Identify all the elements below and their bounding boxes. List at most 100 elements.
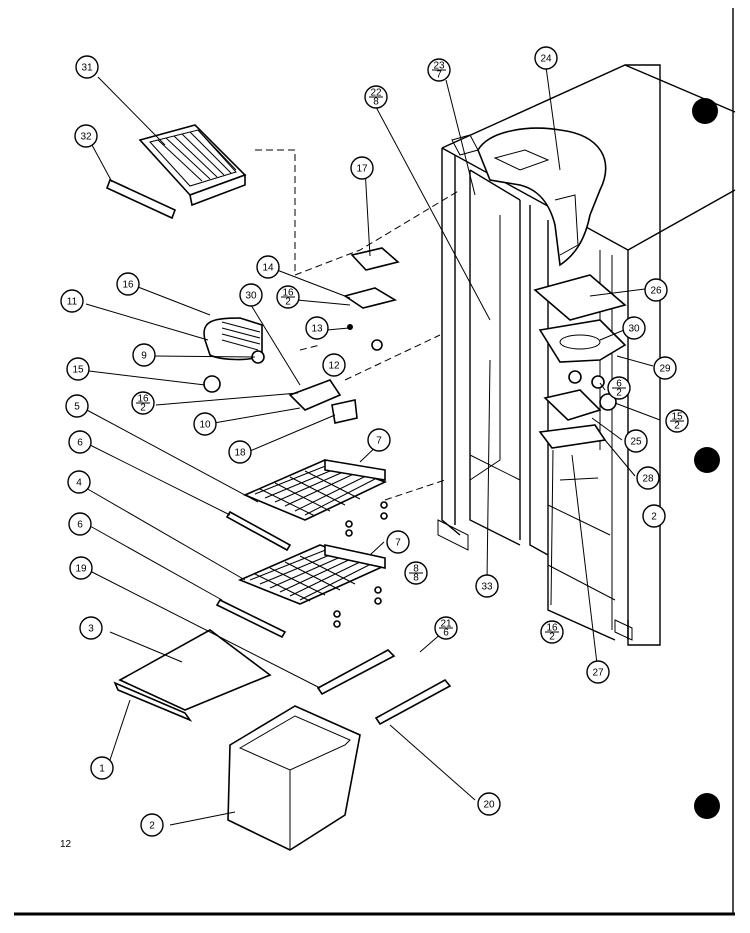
freezer-control-panel (533, 274, 627, 481)
callout-label: 7 (376, 436, 382, 447)
callout-circle (60, 289, 84, 313)
cover-plate-14 (343, 287, 398, 309)
callout-c30a: 30 (239, 283, 263, 307)
crisper-rail-20 (374, 678, 452, 726)
shelf-rail-6-upper (225, 510, 292, 552)
callout-denominator: 2 (549, 632, 555, 643)
callout-circle (66, 357, 90, 381)
callout-circle (653, 356, 677, 380)
callout-c6b: 6 (68, 512, 92, 536)
callout-circle (239, 283, 263, 307)
callout-circle (79, 616, 103, 640)
callout-c9: 9 (132, 343, 156, 367)
callout-label: 30 (628, 324, 640, 335)
callout-c30b: 30 (622, 316, 646, 340)
callout-label: 27 (592, 668, 604, 679)
callout-numerator: 22 (370, 88, 382, 99)
callout-circle (74, 124, 98, 148)
callout-label: 26 (650, 286, 662, 297)
callout-c33: 33 (475, 574, 499, 598)
callout-circle (367, 428, 391, 452)
callout-circle (116, 272, 140, 296)
callout-denominator: 6 (443, 628, 449, 639)
shelf-support-7-lower (324, 544, 386, 569)
light-bulb (203, 375, 221, 393)
callout-label: 13 (311, 324, 323, 335)
callout-c16_2c: 162 (540, 620, 564, 644)
callout-numerator: 15 (671, 412, 683, 423)
callout-denominator: 2 (285, 297, 291, 308)
callout-c7b: 7 (386, 530, 410, 554)
callout-c16_2b: 162 (131, 391, 155, 415)
callout-label: 25 (630, 437, 642, 448)
callout-label: 1 (99, 764, 105, 775)
callout-label: 3 (88, 624, 94, 635)
ice-dispenser-housing (477, 127, 607, 267)
callout-denominator: 2 (616, 388, 622, 399)
callout-label: 28 (642, 474, 654, 485)
switch-plate (331, 399, 358, 424)
callout-label: 31 (81, 63, 93, 74)
callout-group: 3132172282372416113014162131291516210185… (60, 46, 689, 837)
crisper-rail-19 (316, 649, 396, 696)
callout-circle (67, 470, 91, 494)
callout-c14: 14 (256, 255, 280, 279)
punch-hole-bottom (694, 793, 720, 819)
screw-13 (347, 324, 353, 330)
callout-circle (193, 412, 217, 436)
callout-c7a: 7 (367, 428, 391, 452)
page-number: 12 (60, 839, 72, 850)
callout-c12: 12 (322, 353, 346, 377)
callout-c16_2a: 162 (276, 285, 300, 309)
callout-circle (586, 660, 610, 684)
callout-numerator: 8 (413, 564, 419, 575)
callout-numerator: 21 (440, 619, 452, 630)
callout-circle (132, 343, 156, 367)
callout-numerator: 6 (616, 379, 622, 390)
light-socket-bracket (288, 379, 342, 411)
callout-c13: 13 (305, 316, 329, 340)
callout-c25: 25 (624, 429, 648, 453)
fan-shroud (203, 317, 263, 361)
crisper-cover (113, 629, 272, 722)
callout-circle (386, 530, 410, 554)
callout-label: 19 (75, 564, 87, 575)
callout-label: 20 (483, 800, 495, 811)
assembly-line-2 (344, 334, 441, 381)
callout-circle (622, 316, 646, 340)
callout-label: 17 (356, 164, 368, 175)
assembly-line-4 (299, 344, 321, 351)
callout-label: 6 (77, 520, 83, 531)
callout-c6_2: 62 (607, 376, 631, 400)
callout-label: 33 (481, 582, 493, 593)
wire-shelf-upper (242, 459, 388, 521)
callout-circle (534, 46, 558, 70)
callout-c1: 1 (90, 756, 114, 780)
callout-circle (75, 55, 99, 79)
callout-label: 5 (74, 402, 80, 413)
punch-hole-middle (694, 447, 720, 473)
callout-circle (644, 278, 668, 302)
callout-c19: 19 (69, 556, 93, 580)
callout-numerator: 16 (137, 394, 149, 405)
callout-label: 18 (234, 448, 246, 459)
callout-numerator: 23 (433, 61, 445, 72)
callout-c8_8: 88 (404, 561, 428, 585)
callout-c28: 28 (636, 466, 660, 490)
callout-c16a: 16 (116, 272, 140, 296)
callout-c15: 15 (66, 357, 90, 381)
callout-label: 15 (72, 365, 84, 376)
callout-c4: 4 (67, 470, 91, 494)
callout-c26: 26 (644, 278, 668, 302)
callout-c2: 2 (140, 813, 164, 837)
callout-circle (642, 504, 666, 528)
callout-circle (256, 255, 280, 279)
callout-c27: 27 (586, 660, 610, 684)
callout-c3: 3 (79, 616, 103, 640)
callout-c32: 32 (74, 124, 98, 148)
callout-c29: 29 (653, 356, 677, 380)
callout-c10: 10 (193, 412, 217, 436)
callout-label: 4 (76, 478, 82, 489)
callout-denominator: 2 (674, 421, 680, 432)
callout-label: 2 (651, 512, 657, 523)
